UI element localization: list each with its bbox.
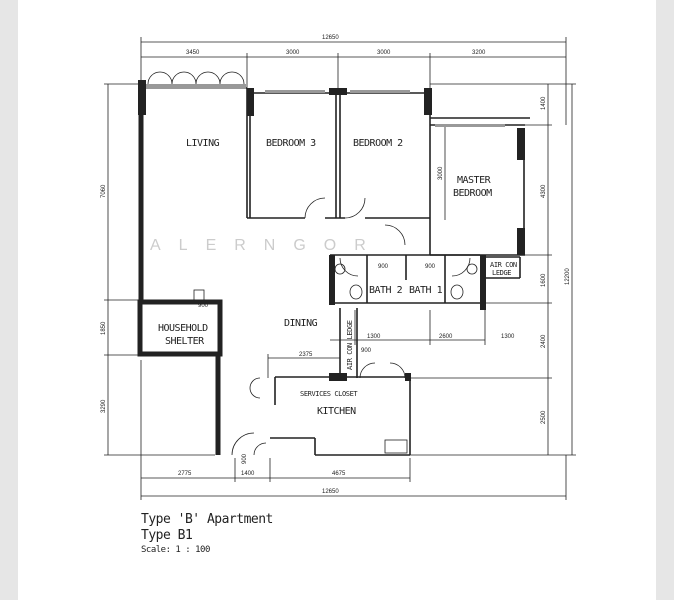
dim-ledge: 900	[198, 303, 209, 309]
dim-small-2: 900	[425, 264, 436, 270]
dim-bath-row-1: 1300	[367, 334, 381, 340]
room-kitchen: KITCHEN	[317, 406, 356, 417]
dim-master: 3000	[438, 166, 444, 180]
room-living: LIVING	[186, 138, 220, 149]
dim-top-2: 3000	[286, 50, 300, 56]
room-shelter-line2: SHELTER	[165, 336, 205, 347]
room-dining: DINING	[284, 318, 318, 329]
dim-dining: 2375	[299, 352, 313, 358]
dim-right-1: 1400	[541, 96, 547, 110]
dim-bottom-3: 4675	[332, 471, 346, 477]
aircon-ledge-label-2: LEDGE	[492, 269, 511, 277]
dim-right-total: 12200	[565, 268, 571, 285]
room-master-line1: MASTER	[457, 175, 492, 186]
dim-top-total: 12650	[322, 35, 339, 41]
dim-small-1: 900	[378, 264, 389, 270]
dim-bath-row-2: 2600	[439, 334, 453, 340]
walls	[137, 80, 530, 456]
dim-top-3: 3000	[377, 50, 391, 56]
dim-bottom-1: 2775	[178, 471, 192, 477]
dim-right-5: 2500	[541, 410, 547, 424]
dim-small-3: 900	[361, 348, 372, 354]
dim-right-3: 1600	[541, 273, 547, 287]
services-closet: SERVICES CLOSET	[300, 390, 358, 398]
dim-bottom-total: 12650	[322, 489, 339, 495]
dim-left-1: 7060	[101, 184, 107, 198]
doors-windows	[146, 71, 505, 456]
left-margin	[0, 0, 18, 600]
dim-right-4: 2400	[541, 334, 547, 348]
dim-left-2: 1850	[101, 321, 107, 335]
room-bedroom-3: BEDROOM 3	[266, 138, 316, 149]
dim-left-3: 3290	[101, 399, 107, 413]
dim-bath-row-3: 1300	[501, 334, 515, 340]
dim-bottom-2: 1400	[241, 471, 255, 477]
right-margin	[656, 0, 674, 600]
room-bath-1: BATH 1	[409, 285, 443, 296]
caption-scale: Scale: 1 : 100	[141, 545, 210, 555]
watermark: ALERNGOR	[150, 237, 384, 254]
caption-subtitle: Type B1	[141, 528, 193, 543]
dim-right-2: 4300	[541, 184, 547, 198]
dim-top-4: 3200	[472, 50, 486, 56]
dim-door: 900	[242, 453, 248, 464]
room-bedroom-2: BEDROOM 2	[353, 138, 403, 149]
aircon-ledge-vertical: AIR CON LEDGE	[346, 320, 354, 370]
caption-title: Type 'B' Apartment	[141, 512, 273, 527]
dim-top-1: 3450	[186, 50, 200, 56]
room-master-line2: BEDROOM	[453, 188, 492, 199]
room-shelter-line1: HOUSEHOLD	[158, 323, 208, 334]
dimension-lines	[104, 37, 576, 500]
room-bath-2: BATH 2	[369, 285, 403, 296]
aircon-ledge-label-1: AIR CON	[490, 261, 517, 269]
